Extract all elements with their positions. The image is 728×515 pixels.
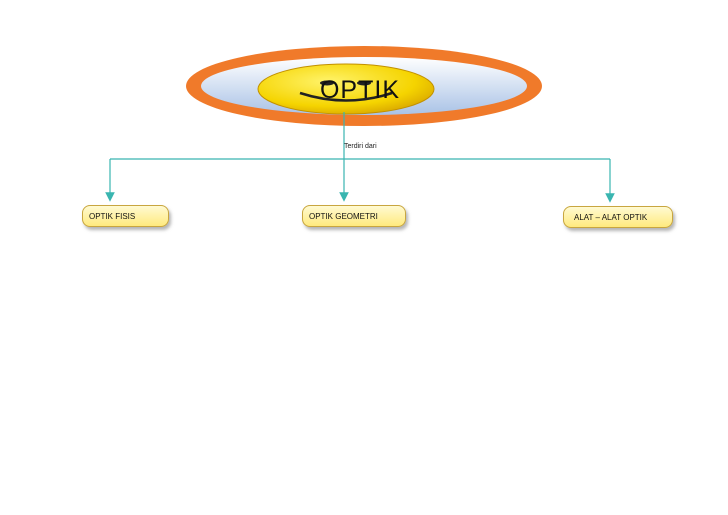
smiley-face-icon: [257, 63, 435, 115]
node-optik-geometri: OPTIK GEOMETRI: [302, 205, 406, 227]
connector-lines: [105, 112, 615, 203]
node-optik-fisis: OPTIK FISIS: [82, 205, 169, 227]
node-shapes: [82, 205, 673, 228]
diagram-title: OPTIK: [319, 76, 400, 104]
connector-label: Terdiri dari: [344, 143, 377, 150]
node-alat-optik: ALAT – ALAT OPTIK: [563, 206, 673, 228]
